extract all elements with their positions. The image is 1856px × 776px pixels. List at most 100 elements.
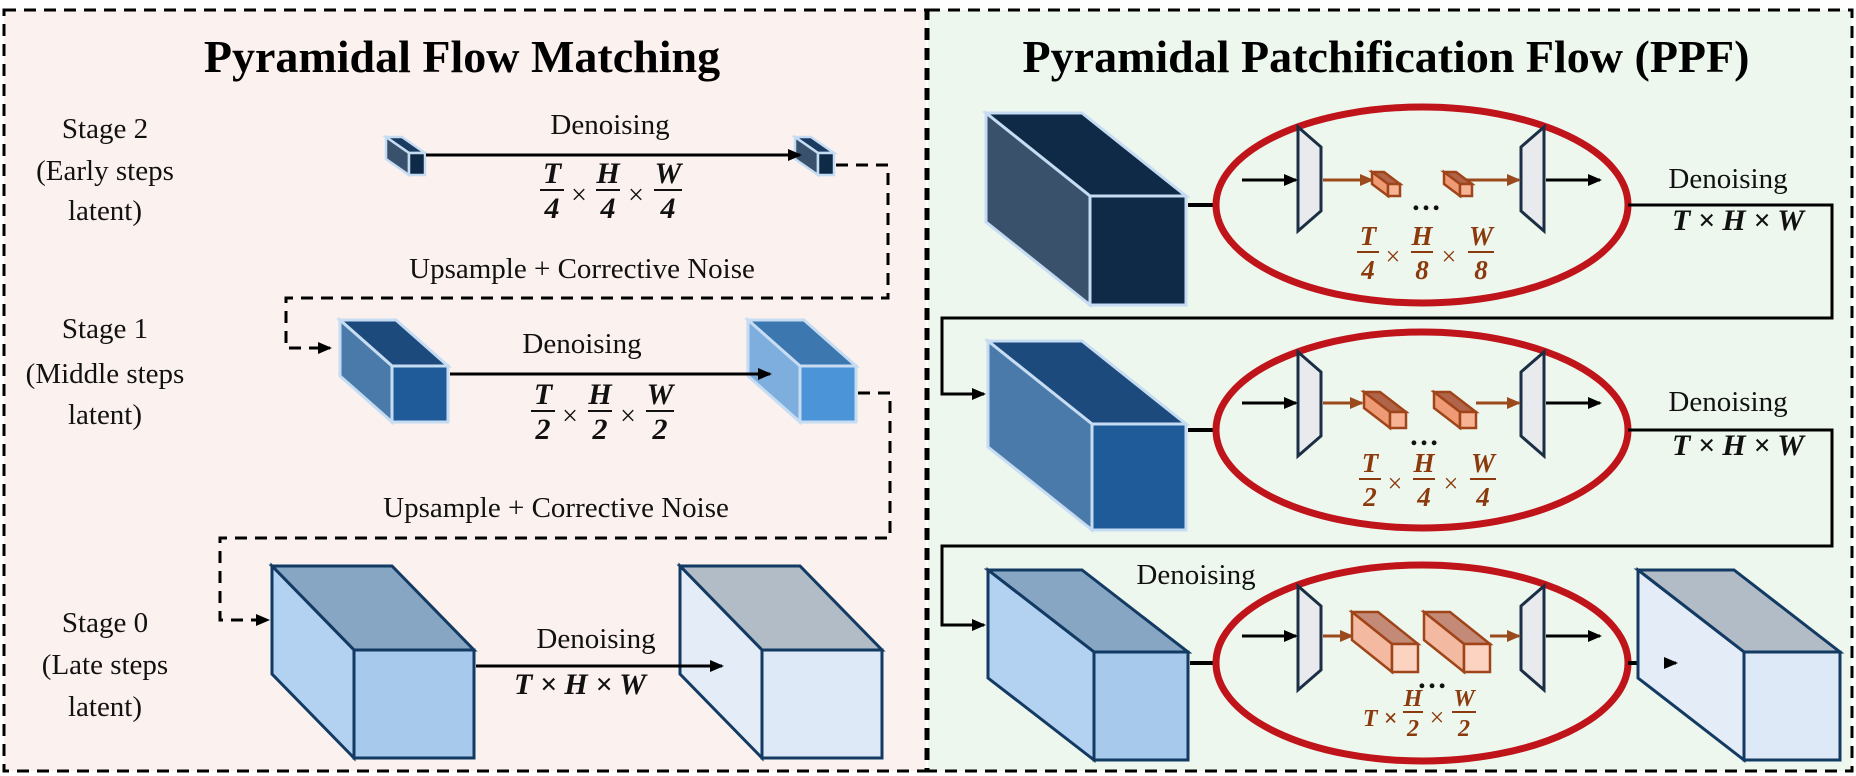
- ppf-row-1-encoder: [1296, 123, 1323, 235]
- svg-text:×: ×: [1444, 469, 1459, 498]
- ppf-row-2-to-3-connector: [940, 428, 1834, 631]
- svg-text:T: T: [534, 378, 554, 411]
- stage-0-input-cube: [268, 562, 478, 762]
- ppf-row-2-patch-formula: T 2 × H 4 × W 4: [1359, 448, 1497, 512]
- left-panel-border: [2, 8, 928, 773]
- svg-text:Stage 0: Stage 0: [62, 607, 148, 639]
- ppf-row-3-patch-formula: T × H 2 × W 2: [1363, 686, 1477, 742]
- svg-text:×: ×: [1442, 242, 1457, 271]
- svg-text:H: H: [1412, 448, 1435, 478]
- svg-text:H: H: [1403, 686, 1424, 712]
- svg-text:T: T: [543, 157, 563, 190]
- svg-text:T: T: [1360, 221, 1378, 251]
- svg-text:W: W: [1469, 221, 1495, 251]
- upsample-connector-1-to-0: [218, 391, 892, 626]
- svg-text:H: H: [587, 378, 613, 411]
- svg-text:2: 2: [592, 413, 608, 446]
- stage-0-label: Stage 0 (Late steps latent): [42, 607, 168, 723]
- stage-0-denoising-label: Denoising: [536, 623, 655, 655]
- stage-1-input-cube: [336, 316, 452, 426]
- ppf-row-3-patch-b: [1420, 609, 1494, 675]
- svg-text:×: ×: [562, 401, 578, 432]
- svg-text:latent): latent): [68, 691, 142, 723]
- stage-2-input-cube: [382, 134, 429, 178]
- left-panel-title: Pyramidal Flow Matching: [204, 31, 720, 82]
- svg-text:×: ×: [628, 180, 644, 211]
- svg-text:(Middle steps: (Middle steps: [26, 358, 185, 390]
- svg-text:W: W: [647, 378, 676, 411]
- stage-2-resolution-formula: T 4 × H 4 × W 4: [540, 157, 684, 225]
- ppf-row-3-patch-a: [1348, 609, 1422, 675]
- upsample-connector-2-to-1: [284, 163, 890, 354]
- svg-text:×: ×: [1386, 242, 1401, 271]
- right-panel-title: Pyramidal Patchification Flow (PPF): [1023, 31, 1750, 82]
- svg-text:×: ×: [1388, 469, 1403, 498]
- svg-text:T: T: [1362, 448, 1380, 478]
- svg-text:Stage 2: Stage 2: [62, 113, 148, 145]
- upsample-label-2: Upsample + Corrective Noise: [383, 492, 729, 524]
- ppf-row-3-decoder: [1519, 582, 1546, 694]
- stage-2-label: Stage 2 (Early steps latent): [36, 113, 174, 227]
- svg-text:8: 8: [1415, 255, 1429, 285]
- ppf-row-2-input-cube: [983, 337, 1191, 534]
- svg-text:(Late steps: (Late steps: [42, 649, 168, 681]
- stage-2-denoising-label: Denoising: [550, 109, 669, 141]
- ppf-row-1-denoising-label: Denoising: [1668, 163, 1787, 195]
- ppf-row-3-encoder: [1296, 582, 1323, 694]
- svg-text:T ×: T ×: [1363, 706, 1397, 732]
- svg-text:4: 4: [1475, 482, 1490, 512]
- svg-text:×: ×: [1430, 703, 1445, 732]
- ppf-row-3-denoising-label: Denoising: [1136, 559, 1255, 591]
- svg-text:(Early steps: (Early steps: [36, 155, 174, 187]
- ppf-row-2-patch-b: [1430, 389, 1480, 431]
- stage-1-resolution-formula: T 2 × H 2 × W 2: [531, 378, 676, 446]
- svg-text:W: W: [1453, 686, 1476, 712]
- stage-1-label: Stage 1 (Middle steps latent): [26, 313, 185, 431]
- ppf-row-2-patch-a: [1360, 389, 1410, 431]
- svg-text:×: ×: [571, 180, 587, 211]
- ppf-row-1-patch-a: [1368, 169, 1404, 199]
- upsample-label-1: Upsample + Corrective Noise: [409, 253, 755, 285]
- svg-text:H: H: [595, 157, 621, 190]
- ppf-row-1-ellipsis: …: [1411, 184, 1441, 217]
- ppf-row-2-full-formula: T × H × W: [1672, 429, 1806, 462]
- svg-text:2: 2: [652, 413, 668, 446]
- svg-text:8: 8: [1474, 255, 1488, 285]
- ppf-row-1-full-formula: T × H × W: [1672, 204, 1806, 237]
- svg-text:4: 4: [600, 192, 616, 225]
- ppf-row-3-input-cube: [983, 566, 1193, 764]
- svg-text:latent): latent): [68, 195, 142, 227]
- stage-1-output-cube: [744, 316, 860, 426]
- svg-text:Stage 1: Stage 1: [62, 313, 148, 345]
- ppf-row-1-decoder: [1519, 123, 1546, 235]
- ppf-row-1-patch-b: [1440, 169, 1476, 199]
- svg-text:×: ×: [620, 401, 636, 432]
- svg-text:W: W: [1471, 448, 1497, 478]
- svg-text:4: 4: [1416, 482, 1431, 512]
- svg-text:2: 2: [535, 413, 551, 446]
- ppf-row-3-output-cube: [1633, 566, 1845, 764]
- ppf-row-2-encoder: [1296, 348, 1323, 460]
- stage-1-denoising-label: Denoising: [522, 328, 641, 360]
- ppf-row-1-to-2-connector: [940, 203, 1834, 400]
- svg-text:4: 4: [1360, 255, 1375, 285]
- svg-text:W: W: [655, 157, 684, 190]
- stage-2-output-cube: [791, 134, 838, 178]
- svg-text:2: 2: [1457, 716, 1470, 742]
- svg-text:H: H: [1410, 221, 1433, 251]
- svg-text:latent): latent): [68, 399, 142, 431]
- svg-text:4: 4: [660, 192, 676, 225]
- ppf-row-2-ellipsis: …: [1409, 419, 1439, 452]
- svg-text:4: 4: [544, 192, 560, 225]
- ppf-row-1-patch-formula: T 4 × H 8 × W 8: [1357, 221, 1495, 285]
- ppf-row-2-denoising-label: Denoising: [1668, 386, 1787, 418]
- right-panel-border: [926, 8, 1854, 773]
- svg-text:2: 2: [1362, 482, 1377, 512]
- stage-0-resolution-formula: T × H × W: [514, 668, 648, 701]
- ppf-row-1-input-cube: [981, 109, 1191, 309]
- ppf-row-2-decoder: [1519, 348, 1546, 460]
- svg-text:2: 2: [1406, 716, 1419, 742]
- ppf-row-3-ellipsis: …: [1417, 662, 1447, 695]
